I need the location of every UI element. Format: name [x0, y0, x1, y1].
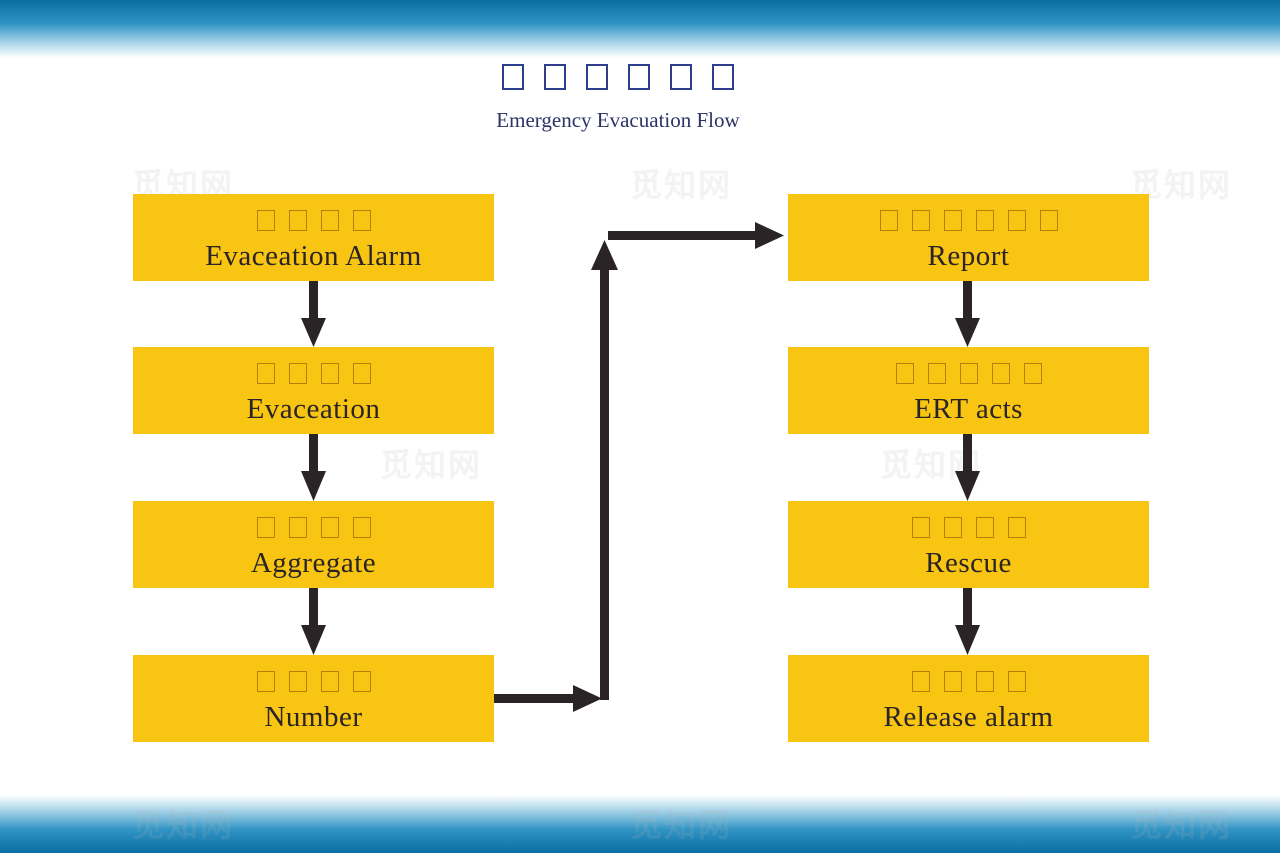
- glyph-placeholder: [256, 210, 275, 231]
- watermark: 觅知网: [630, 806, 733, 844]
- glyph-placeholder: [502, 64, 524, 90]
- glyph-placeholder: [628, 64, 650, 90]
- arrow-down-icon: [955, 588, 980, 655]
- arrow-right-icon: [608, 222, 784, 249]
- glyph-placeholder: [1023, 363, 1042, 384]
- arrow-up-icon: [591, 240, 618, 700]
- arrow-down-icon: [301, 588, 326, 655]
- glyph-placeholder: [1039, 210, 1058, 231]
- watermark: 觅知网: [132, 806, 235, 844]
- glyph-placeholder: [712, 64, 734, 90]
- step-box-left-3: Aggregate: [133, 501, 494, 588]
- glyph-placeholder: [586, 64, 608, 90]
- arrow-right-icon: [494, 685, 602, 712]
- glyph-placeholder: [895, 363, 914, 384]
- arrow-down-icon: [955, 281, 980, 347]
- step-label: Release alarm: [883, 701, 1054, 733]
- arrow-down-icon: [301, 434, 326, 501]
- glyph-placeholder: [975, 210, 994, 231]
- glyph-placeholder: [288, 671, 307, 692]
- glyph-placeholder: [911, 671, 930, 692]
- glyph-placeholder: [943, 210, 962, 231]
- glyph-placeholder: [352, 517, 371, 538]
- glyph-placeholder: [959, 363, 978, 384]
- glyph-placeholder: [1007, 210, 1026, 231]
- glyph-placeholder: [911, 517, 930, 538]
- glyph-placeholder: [352, 210, 371, 231]
- step-label: Number: [264, 701, 363, 733]
- glyph-placeholder: [1007, 517, 1026, 538]
- watermark: 觅知网: [1130, 806, 1233, 844]
- step-chinese-placeholder: [133, 517, 494, 538]
- glyph-placeholder: [544, 64, 566, 90]
- glyph-placeholder: [975, 671, 994, 692]
- step-box-right-4: Release alarm: [788, 655, 1149, 742]
- step-box-right-1: Report: [788, 194, 1149, 281]
- step-box-left-2: Evaceation: [133, 347, 494, 434]
- step-chinese-placeholder: [788, 210, 1149, 231]
- glyph-placeholder: [256, 517, 275, 538]
- step-label: Report: [927, 240, 1010, 272]
- page-title-chinese-placeholder: [440, 58, 796, 98]
- glyph-placeholder: [320, 363, 339, 384]
- step-label: ERT acts: [914, 393, 1023, 425]
- step-chinese-placeholder: [788, 671, 1149, 692]
- watermark: 觅知网: [380, 446, 483, 484]
- step-box-left-1: Evaceation Alarm: [133, 194, 494, 281]
- glyph-placeholder: [320, 210, 339, 231]
- step-box-left-4: Number: [133, 655, 494, 742]
- glyph-placeholder: [320, 517, 339, 538]
- glyph-placeholder: [288, 517, 307, 538]
- glyph-placeholder: [943, 517, 962, 538]
- glyph-placeholder: [256, 671, 275, 692]
- glyph-placeholder: [256, 363, 275, 384]
- glyph-placeholder: [288, 210, 307, 231]
- glyph-placeholder: [670, 64, 692, 90]
- step-label: Evaceation: [246, 393, 381, 425]
- step-chinese-placeholder: [788, 517, 1149, 538]
- step-chinese-placeholder: [133, 210, 494, 231]
- top-gradient-band: [0, 0, 1280, 58]
- page-title: Emergency Evacuation Flow: [496, 108, 740, 132]
- glyph-placeholder: [288, 363, 307, 384]
- step-chinese-placeholder: [133, 363, 494, 384]
- glyph-placeholder: [879, 210, 898, 231]
- glyph-placeholder: [1007, 671, 1026, 692]
- arrow-down-icon: [955, 434, 980, 501]
- glyph-placeholder: [991, 363, 1010, 384]
- glyph-placeholder: [352, 671, 371, 692]
- glyph-placeholder: [320, 671, 339, 692]
- step-chinese-placeholder: [133, 671, 494, 692]
- glyph-placeholder: [911, 210, 930, 231]
- step-chinese-placeholder: [788, 363, 1149, 384]
- bottom-gradient-band: [0, 795, 1280, 853]
- step-box-right-3: Rescue: [788, 501, 1149, 588]
- step-label: Aggregate: [250, 547, 377, 579]
- glyph-placeholder: [927, 363, 946, 384]
- glyph-placeholder: [943, 671, 962, 692]
- step-label: Rescue: [925, 547, 1012, 579]
- step-label: Evaceation Alarm: [205, 240, 422, 272]
- glyph-placeholder: [975, 517, 994, 538]
- glyph-placeholder: [352, 363, 371, 384]
- watermark: 觅知网: [630, 166, 733, 204]
- arrow-down-icon: [301, 281, 326, 347]
- step-box-right-2: ERT acts: [788, 347, 1149, 434]
